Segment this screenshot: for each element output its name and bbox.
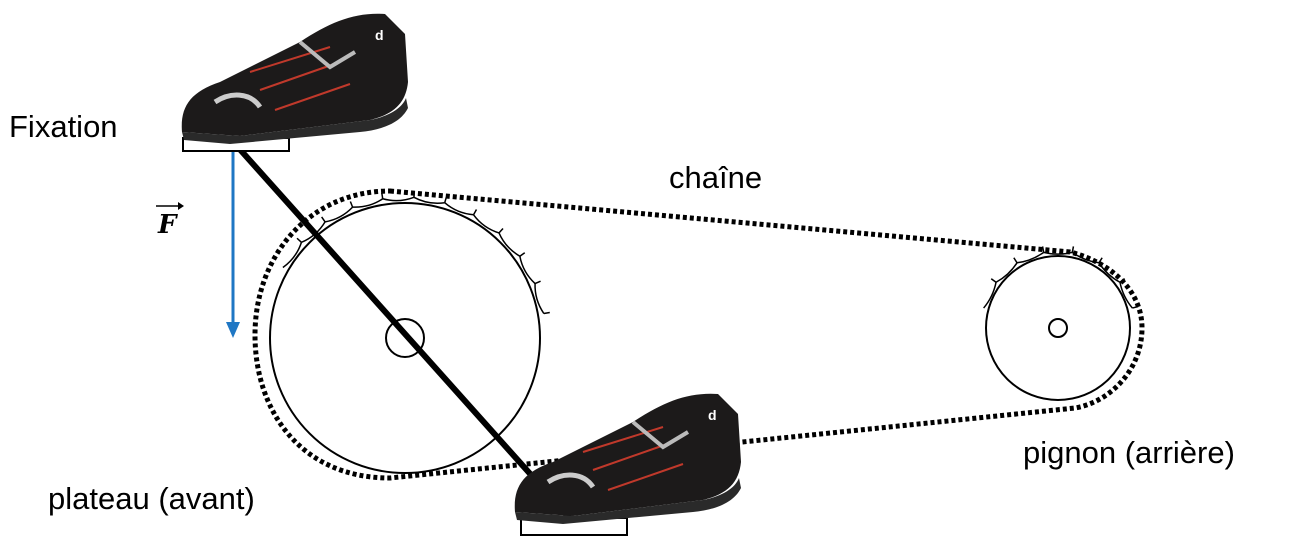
sprocket-tooth-tip <box>498 227 504 234</box>
sprocket-tooth <box>498 232 521 257</box>
fixation-label: Fixation <box>9 109 118 144</box>
sprocket-tooth-tip <box>349 201 354 208</box>
sprocket-tooth-tip <box>321 216 326 223</box>
sprocket-tooth <box>995 262 1018 283</box>
force-label: F <box>158 210 177 240</box>
sprocket-tooth-tip <box>1041 246 1045 253</box>
sprocket-tooth-tip <box>381 192 384 199</box>
svg-text:d: d <box>375 27 384 43</box>
rear-sprocket-hub <box>1048 318 1068 338</box>
sprocket-tooth-tip <box>990 278 997 283</box>
arrow-down-icon <box>226 152 240 338</box>
crank-arm <box>233 142 578 527</box>
sprocket-tooth <box>282 242 303 269</box>
sprocket-tooth <box>1119 282 1133 309</box>
sprocket-tooth-tip <box>296 237 302 243</box>
front-sprocket-hub <box>385 318 425 358</box>
cycling-shoe-icon: d <box>514 393 741 524</box>
chain-label: chaîne <box>669 160 763 195</box>
sprocket-tooth-tip <box>519 252 526 257</box>
sprocket-tooth <box>413 196 445 204</box>
sprocket-tooth-tip <box>534 280 541 285</box>
front-sprocket <box>269 191 550 474</box>
sprocket-tooth-tip <box>1013 257 1018 264</box>
svg-text:d: d <box>708 407 717 423</box>
sprocket-tooth <box>324 206 354 223</box>
vector-arrow-icon <box>156 202 184 210</box>
rear-sprocket <box>983 246 1139 401</box>
sprocket-tooth <box>444 202 474 216</box>
sprocket-tooth <box>519 256 536 285</box>
sprocket-tooth <box>1016 251 1045 264</box>
front-sprocket-label: plateau (avant) <box>48 481 255 516</box>
sprocket-tooth <box>382 196 415 202</box>
cycling-shoe-icon: d <box>181 13 408 144</box>
sprocket-tooth <box>534 283 545 314</box>
sprocket-tooth-tip <box>1071 246 1075 253</box>
sprocket-tooth <box>983 282 997 309</box>
rear-sprocket-label: pignon (arrière) <box>1023 435 1235 470</box>
sprocket-tooth <box>472 214 500 234</box>
sprocket-tooth <box>352 198 384 208</box>
sprocket-tooth-tip <box>1098 257 1103 264</box>
sprocket-tooth-tip <box>472 209 478 216</box>
sprocket-tooth-tip <box>543 311 550 315</box>
